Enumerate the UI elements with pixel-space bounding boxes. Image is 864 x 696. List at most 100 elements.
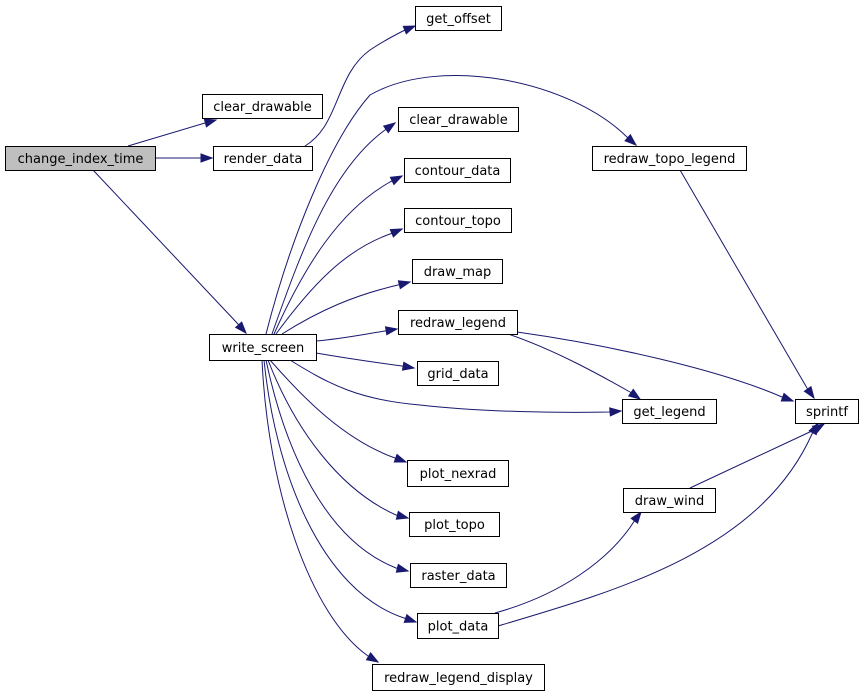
edge-line: [265, 359, 409, 572]
arrowhead-icon: [389, 175, 404, 186]
node-label: raster_data: [421, 569, 495, 584]
node-box[interactable]: [412, 259, 503, 284]
node-plot-data[interactable]: plot_data: [417, 613, 499, 639]
node-box[interactable]: [417, 613, 499, 639]
edge-write-screen-to-redraw-legend: [315, 326, 399, 342]
node-box[interactable]: [592, 146, 747, 171]
node-grid-data[interactable]: grid_data: [417, 361, 499, 386]
edges-layer: [92, 25, 826, 663]
node-label: contour_data: [415, 164, 501, 179]
node-clear-drawable-1[interactable]: clear_drawable: [202, 94, 323, 119]
edge-line: [261, 359, 379, 663]
edge-change-index-time-to-write-screen: [92, 169, 247, 335]
node-label: get_offset: [426, 12, 491, 27]
edge-line: [497, 422, 819, 627]
edge-line: [263, 359, 417, 623]
node-box[interactable]: [5, 146, 156, 171]
arrowhead-icon: [609, 407, 623, 417]
node-label: sprintf: [806, 405, 848, 420]
arrowhead-icon: [780, 392, 795, 402]
arrowhead-icon: [811, 423, 826, 434]
edge-line: [271, 122, 396, 335]
edge-line: [275, 228, 403, 335]
edge-change-index-time-to-clear-drawable-1: [127, 118, 218, 147]
nodes-layer: change_index_time clear_drawable render_da…: [5, 6, 859, 691]
node-draw-wind[interactable]: draw_wind: [623, 488, 716, 513]
node-label: plot_topo: [424, 518, 485, 533]
arrowhead-icon: [803, 385, 815, 400]
edge-change-index-time-to-render-data: [155, 153, 214, 163]
edge-line: [127, 119, 217, 147]
node-box[interactable]: [410, 563, 507, 588]
arrowhead-icon: [624, 133, 638, 146]
node-label: redraw_topo_legend: [604, 152, 736, 167]
edge-line: [315, 328, 398, 342]
node-box[interactable]: [202, 94, 323, 119]
node-box[interactable]: [398, 310, 518, 335]
node-box[interactable]: [795, 399, 859, 424]
node-contour-data[interactable]: contour_data: [404, 158, 511, 183]
node-plot-nexrad[interactable]: plot_nexrad: [407, 460, 509, 487]
node-label: plot_data: [428, 620, 489, 635]
arrowhead-icon: [401, 361, 416, 371]
node-box[interactable]: [404, 208, 512, 233]
node-raster-data[interactable]: raster_data: [410, 563, 507, 588]
arrowhead-icon: [389, 228, 404, 238]
node-label: redraw_legend_display: [384, 671, 533, 686]
node-draw-map[interactable]: draw_map: [412, 259, 503, 284]
node-label: clear_drawable: [213, 100, 312, 115]
node-plot-topo[interactable]: plot_topo: [409, 512, 500, 537]
edge-write-screen-to-get-legend: [289, 359, 623, 417]
node-label: clear_drawable: [409, 113, 508, 128]
node-box[interactable]: [404, 158, 511, 183]
node-box[interactable]: [622, 399, 717, 424]
node-contour-topo[interactable]: contour_topo: [404, 208, 512, 233]
edge-line: [315, 352, 415, 369]
node-box[interactable]: [398, 107, 519, 132]
node-box[interactable]: [209, 334, 317, 361]
node-box[interactable]: [213, 146, 313, 171]
node-label: redraw_legend: [410, 316, 506, 331]
edge-write-screen-to-redraw-topo-legend: [265, 74, 638, 335]
edge-line: [267, 359, 409, 519]
edge-write-screen-to-draw-map: [281, 280, 412, 335]
node-redraw-legend-display[interactable]: redraw_legend_display: [372, 664, 545, 691]
node-write-screen[interactable]: write_screen: [209, 334, 317, 361]
arrowhead-icon: [384, 326, 399, 336]
node-change-index-time[interactable]: change_index_time: [5, 146, 156, 171]
node-redraw-topo-legend[interactable]: redraw_topo_legend: [592, 146, 747, 171]
arrowhead-icon: [395, 510, 410, 520]
node-box[interactable]: [409, 512, 500, 537]
arrowhead-icon: [365, 652, 380, 663]
node-clear-drawable-2[interactable]: clear_drawable: [398, 107, 519, 132]
node-box[interactable]: [623, 488, 716, 513]
edge-write-screen-to-raster-data: [265, 359, 410, 573]
edge-line: [516, 331, 794, 402]
edge-line: [281, 281, 411, 335]
node-label: draw_map: [424, 265, 492, 280]
node-box[interactable]: [372, 664, 545, 691]
node-get-legend[interactable]: get_legend: [622, 399, 717, 424]
arrowhead-icon: [200, 153, 214, 163]
node-label: get_legend: [633, 405, 705, 420]
node-sprintf[interactable]: sprintf: [795, 399, 859, 424]
edge-render-data-to-get-offset: [304, 25, 417, 147]
edge-write-screen-to-plot-nexrad: [269, 359, 408, 463]
node-render-data[interactable]: render_data: [213, 146, 313, 171]
edge-line: [689, 423, 825, 489]
arrowhead-icon: [203, 118, 218, 128]
node-redraw-legend[interactable]: redraw_legend: [398, 310, 518, 335]
node-box[interactable]: [415, 6, 502, 31]
arrowhead-icon: [402, 25, 417, 35]
edge-plot-data-to-sprintf: [497, 421, 819, 627]
node-get-offset[interactable]: get_offset: [415, 6, 502, 31]
arrowhead-icon: [382, 122, 397, 134]
node-box[interactable]: [407, 460, 509, 487]
node-label: grid_data: [427, 367, 488, 382]
node-label: render_data: [224, 152, 303, 167]
node-box[interactable]: [417, 361, 499, 386]
edge-write-screen-to-redraw-legend-display: [261, 359, 380, 663]
arrowhead-icon: [395, 563, 410, 573]
